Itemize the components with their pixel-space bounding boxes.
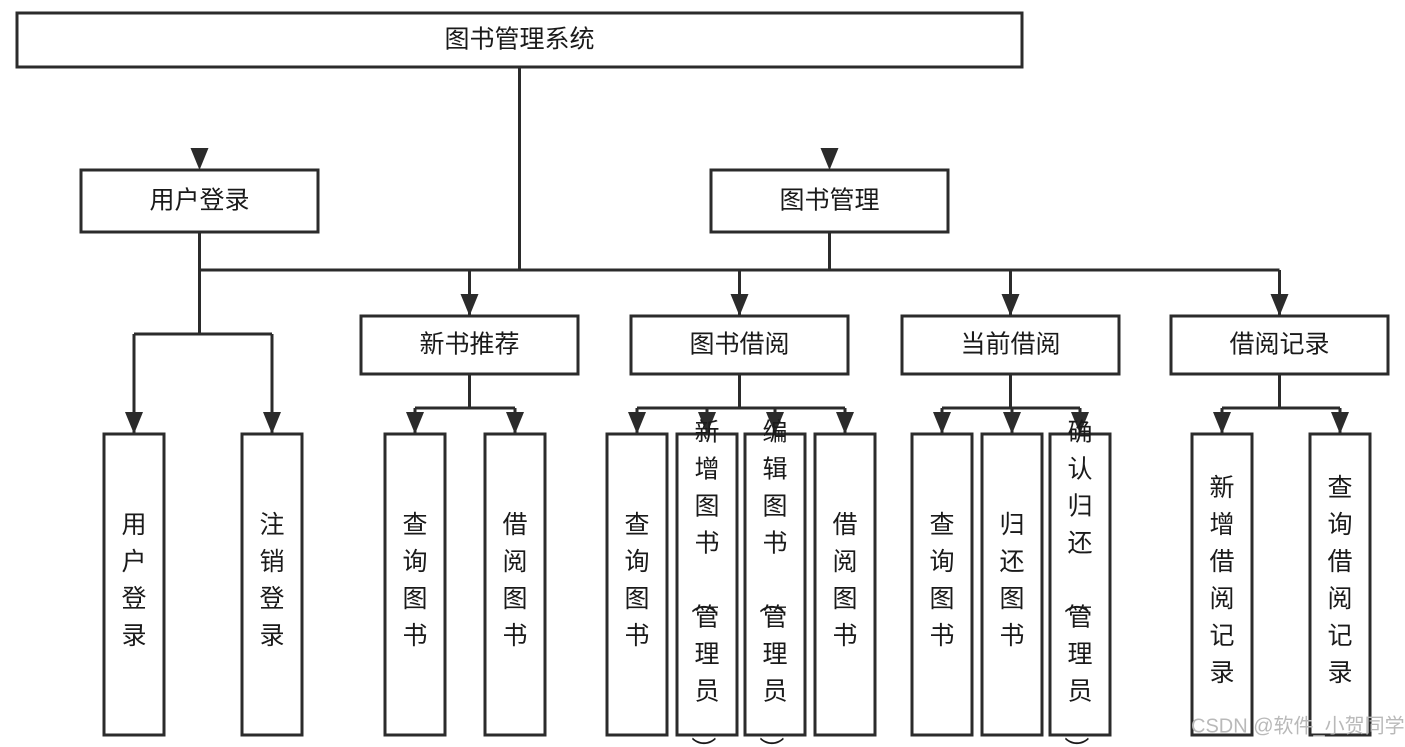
node-当前借阅[interactable]: 当前借阅 (900, 314, 1121, 376)
connector-bookmgmt-to-level3 (460, 232, 1289, 316)
node-label: 用户登录 (121, 511, 146, 650)
node-查询图书[interactable]: 查询图书 (383, 432, 447, 737)
node-label: 新增借阅记录 (1209, 474, 1234, 687)
node-编辑图书管理员[interactable]: 编辑图书（管理员） (743, 419, 807, 747)
node-box-图书管理系统 (15, 11, 1024, 69)
node-label: 新增图书（管理员） (688, 419, 719, 747)
node-label: 借阅图书 (832, 511, 857, 650)
connector-layer (125, 67, 1349, 434)
node-label: 归还图书 (999, 511, 1024, 650)
node-新书推荐[interactable]: 新书推荐 (359, 314, 580, 376)
node-box-查询图书 (910, 432, 974, 737)
node-用户登录[interactable]: 用户登录 (79, 168, 320, 234)
arrow-head-icon (125, 412, 143, 434)
node-box-查询借阅记录 (1308, 432, 1372, 737)
node-box-新增借阅记录 (1190, 432, 1254, 737)
node-box-用户登录 (79, 168, 320, 234)
node-注销登录[interactable]: 注销登录 (240, 432, 304, 737)
arrow-head-icon (628, 412, 646, 434)
arrow-head-icon (1331, 412, 1349, 434)
node-图书借阅[interactable]: 图书借阅 (629, 314, 850, 376)
arrow-head-icon (1213, 412, 1231, 434)
node-label: 图书借阅 (689, 331, 789, 359)
node-label: 图书管理系统 (444, 26, 594, 54)
connector-新书推荐-to-leaves (406, 374, 524, 434)
node-label: 注销登录 (259, 511, 284, 650)
node-label: 确认归还（管理员） (1061, 419, 1092, 747)
arrow-head-icon (263, 412, 281, 434)
node-借阅图书[interactable]: 借阅图书 (483, 432, 547, 737)
watermark-label: CSDN @软件_小贺同学 (1191, 714, 1405, 737)
arrow-head-icon (506, 412, 524, 434)
node-确认归还管理员[interactable]: 确认归还（管理员） (1048, 419, 1112, 747)
arrow-head-icon (933, 412, 951, 434)
node-借阅图书[interactable]: 借阅图书 (813, 432, 877, 737)
node-box-借阅图书 (813, 432, 877, 737)
arrow-head-icon (1001, 294, 1020, 316)
connector-当前借阅-to-leaves (933, 374, 1089, 434)
arrow-head-icon (766, 412, 784, 434)
node-label: 当前借阅 (960, 331, 1060, 359)
arrow-head-icon (406, 412, 424, 434)
node-box-编辑图书管理员 (743, 432, 807, 737)
node-box-注销登录 (240, 432, 304, 737)
arrow-head-icon (460, 294, 479, 316)
arrow-head-icon (730, 294, 749, 316)
node-label: 借阅图书 (502, 511, 527, 650)
node-box-图书管理 (709, 168, 950, 234)
node-label: 用户登录 (149, 187, 249, 215)
connector-userlogin-to-leaves (125, 232, 281, 434)
arrow-head-icon (1071, 412, 1089, 434)
node-label: 图书管理 (779, 187, 879, 215)
node-新增图书管理员[interactable]: 新增图书（管理员） (675, 419, 739, 747)
node-box-借阅图书 (483, 432, 547, 737)
node-label: 编辑图书（管理员） (756, 419, 787, 747)
node-box-归还图书 (980, 432, 1044, 737)
node-box-借阅记录 (1169, 314, 1390, 376)
node-label: 借阅记录 (1229, 331, 1329, 359)
arrow-head-icon (836, 412, 854, 434)
node-box-查询图书 (605, 432, 669, 737)
node-图书管理[interactable]: 图书管理 (709, 168, 950, 234)
arrow-head-icon (1003, 412, 1021, 434)
node-新增借阅记录[interactable]: 新增借阅记录 (1190, 432, 1254, 737)
node-label: 查询图书 (929, 511, 954, 650)
node-box-图书借阅 (629, 314, 850, 376)
arrow-head-icon (190, 148, 209, 170)
node-box-新增图书管理员 (675, 432, 739, 737)
node-label: 查询图书 (624, 511, 649, 650)
connector-借阅记录-to-leaves (1213, 374, 1349, 434)
node-box-查询图书 (383, 432, 447, 737)
node-归还图书[interactable]: 归还图书 (980, 432, 1044, 737)
node-用户登录[interactable]: 用户登录 (102, 432, 166, 737)
arrow-head-icon (698, 412, 716, 434)
node-box-当前借阅 (900, 314, 1121, 376)
arrow-head-icon (1270, 294, 1289, 316)
node-查询图书[interactable]: 查询图书 (605, 432, 669, 737)
arrow-head-icon (820, 148, 839, 170)
node-box-确认归还管理员 (1048, 432, 1112, 737)
node-查询图书[interactable]: 查询图书 (910, 432, 974, 737)
node-box-新书推荐 (359, 314, 580, 376)
node-layer: 图书管理系统用户登录图书管理新书推荐图书借阅当前借阅借阅记录用户登录注销登录查询… (15, 11, 1390, 747)
node-查询借阅记录[interactable]: 查询借阅记录 (1308, 432, 1372, 737)
connector-图书借阅-to-leaves (628, 374, 854, 434)
node-label: 查询借阅记录 (1327, 474, 1352, 687)
node-借阅记录[interactable]: 借阅记录 (1169, 314, 1390, 376)
node-box-用户登录 (102, 432, 166, 737)
node-label: 新书推荐 (419, 331, 519, 359)
node-label: 查询图书 (402, 511, 427, 650)
node-图书管理系统[interactable]: 图书管理系统 (15, 11, 1024, 69)
